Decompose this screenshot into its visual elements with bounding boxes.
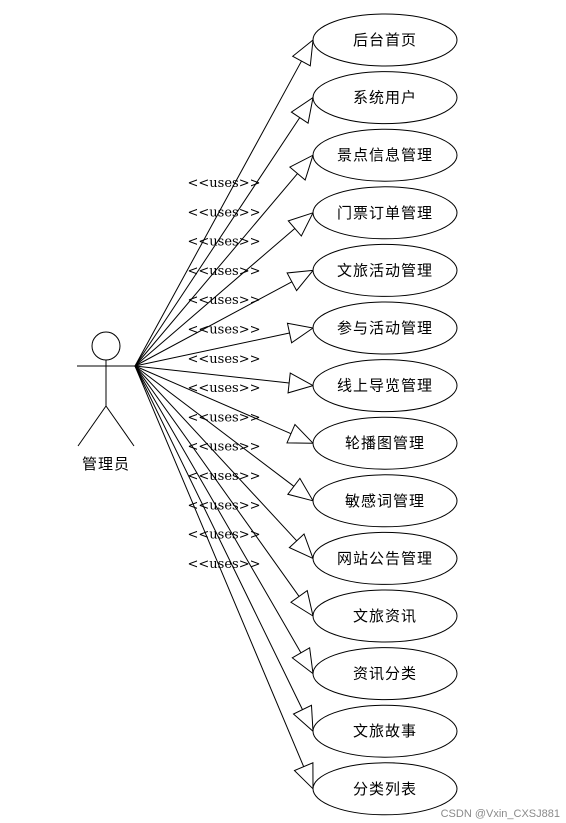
use-case-ellipse: [312, 243, 458, 297]
uses-label: <<uses>>: [188, 235, 261, 250]
use-case-ellipse: [312, 13, 458, 67]
uses-arrowhead: [286, 322, 315, 344]
uses-label: <<uses>>: [188, 557, 261, 572]
use-case: 线上导览管理: [312, 359, 458, 413]
use-case-ellipse: [312, 128, 458, 182]
use-case-ellipse: [312, 416, 458, 470]
use-case-label: 后台首页: [353, 31, 417, 49]
uses-arrowhead: [291, 38, 314, 67]
uses-link: [134, 228, 296, 367]
uses-link: [134, 117, 301, 367]
uses-label: <<uses>>: [188, 469, 261, 484]
use-case: 敏感词管理: [312, 474, 458, 528]
use-case-label: 文旅活动管理: [337, 261, 433, 279]
actor-right-leg: [105, 405, 135, 447]
use-case-label: 网站公告管理: [337, 549, 433, 567]
use-case: 门票订单管理: [312, 186, 458, 240]
uses-arrowhead: [293, 762, 314, 790]
use-case-ellipse: [312, 301, 458, 355]
uses-arrowhead: [290, 96, 314, 124]
uses-label: <<uses>>: [188, 264, 261, 279]
uses-label: <<uses>>: [188, 381, 261, 396]
use-case-ellipse: [312, 647, 458, 701]
use-case-ellipse: [312, 71, 458, 125]
actor: 管理员: [77, 331, 135, 473]
use-case: 轮播图管理: [312, 416, 458, 470]
use-case: 景点信息管理: [312, 128, 458, 182]
use-cases: 后台首页系统用户景点信息管理门票订单管理文旅活动管理参与活动管理线上导览管理轮播…: [312, 13, 458, 816]
uses-label: <<uses>>: [188, 528, 261, 543]
uses-arrowhead: [286, 423, 315, 444]
use-case-label: 门票订单管理: [337, 204, 433, 222]
uses-link: [134, 60, 302, 367]
use-case-label: 分类列表: [353, 780, 417, 798]
uses-link: [134, 365, 298, 542]
use-case-label: 资讯分类: [353, 665, 417, 683]
use-case-label: 轮播图管理: [345, 434, 425, 452]
watermark: CSDN @Vxin_CXSJ881: [441, 808, 560, 820]
uses-label: <<uses>>: [188, 323, 261, 338]
uses-link: [134, 365, 292, 435]
use-case-ellipse: [312, 359, 458, 413]
use-case-label: 文旅故事: [353, 722, 417, 740]
use-case: 文旅活动管理: [312, 243, 458, 297]
use-case-label: 景点信息管理: [337, 146, 433, 164]
use-case: 系统用户: [312, 71, 458, 125]
uses-arrowhead: [290, 589, 314, 618]
uses-link: [134, 365, 303, 710]
uses-labels: <<uses>> <<uses>> <<uses>> <<uses>> <<uses>>…: [188, 176, 261, 572]
use-case-label: 参与活动管理: [337, 319, 433, 337]
uses-links: [134, 38, 315, 790]
use-case: 文旅资讯: [312, 589, 458, 643]
use-case-ellipse: [312, 704, 458, 758]
uses-arrowhead: [292, 704, 314, 733]
uses-link: [134, 365, 295, 487]
use-case-ellipse: [312, 762, 458, 816]
use-case: 文旅故事: [312, 704, 458, 758]
uses-arrowhead: [291, 647, 314, 675]
uses-link: [134, 173, 298, 367]
uses-label: <<uses>>: [188, 205, 261, 220]
uses-link: [134, 332, 290, 367]
use-case-label: 敏感词管理: [345, 492, 425, 510]
use-case-ellipse: [312, 589, 458, 643]
uses-link: [134, 281, 293, 367]
use-case-label: 系统用户: [353, 89, 417, 107]
uses-label: <<uses>>: [188, 176, 261, 191]
use-case: 资讯分类: [312, 647, 458, 701]
uses-label: <<uses>>: [188, 440, 261, 455]
use-case-ellipse: [312, 474, 458, 528]
uses-arrowhead: [287, 211, 314, 237]
use-case-label: 文旅资讯: [353, 607, 417, 625]
uses-link: [134, 365, 305, 767]
use-case: 分类列表: [312, 762, 458, 816]
uses-arrowhead: [288, 533, 314, 560]
uses-link: [134, 365, 290, 384]
use-case-ellipse: [312, 531, 458, 585]
actor-head: [91, 331, 121, 361]
use-case: 后台首页: [312, 13, 458, 67]
use-case: 参与活动管理: [312, 301, 458, 355]
actor-label: 管理员: [82, 455, 130, 473]
use-case-ellipse: [312, 186, 458, 240]
use-case-label: 线上导览管理: [337, 377, 433, 395]
uses-arrowhead: [287, 372, 315, 394]
uses-label: <<uses>>: [188, 498, 261, 513]
uses-label: <<uses>>: [188, 352, 261, 367]
actor-left-leg: [77, 405, 107, 447]
uses-link: [134, 365, 300, 597]
uses-link: [134, 365, 302, 654]
uses-label: <<uses>>: [188, 410, 261, 425]
uses-arrowhead: [286, 269, 315, 292]
uses-label: <<uses>>: [188, 293, 261, 308]
uses-arrowhead: [288, 154, 314, 181]
use-case: 网站公告管理: [312, 531, 458, 585]
uses-arrowhead: [286, 477, 315, 502]
